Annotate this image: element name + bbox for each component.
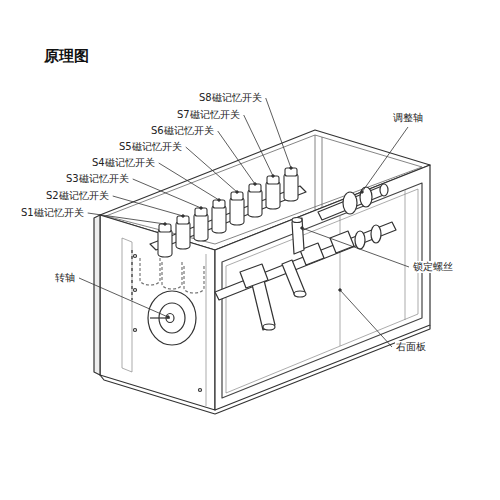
rotating-shaft — [215, 222, 396, 300]
part-label: 转轴 — [54, 272, 76, 284]
switch-body — [212, 205, 226, 233]
leader-line — [362, 127, 408, 192]
switch-body — [194, 213, 208, 241]
right-panel-window — [222, 183, 422, 398]
leader-dot — [272, 175, 275, 178]
switch-body — [266, 181, 280, 209]
leader-line — [266, 98, 291, 168]
leader-lines — [79, 98, 409, 347]
leader-dot — [236, 191, 239, 194]
part-label: S3磁记忆开关 — [65, 173, 130, 185]
leader-dot — [361, 191, 364, 194]
switch-body — [230, 197, 244, 225]
part-label: S2磁记忆开关 — [45, 190, 110, 202]
leader-line — [340, 290, 392, 347]
leader-line — [88, 213, 165, 224]
leader-line — [79, 278, 168, 317]
right-panel — [215, 165, 430, 410]
leader-dot — [218, 199, 221, 202]
part-label: 调整轴 — [392, 112, 424, 124]
part-label: S7磁记忆开关 — [176, 109, 241, 121]
title: 原理图 — [44, 47, 89, 66]
part-label: S4磁记忆开关 — [91, 157, 156, 169]
switch-body — [158, 229, 172, 257]
leader-dot — [254, 183, 257, 186]
leader-line — [186, 147, 237, 192]
part-label: S8磁记忆开关 — [198, 92, 263, 104]
leader-line — [113, 196, 183, 216]
magnetic-switches — [158, 168, 298, 257]
leader-dot — [164, 223, 167, 226]
rotary-knob — [148, 291, 196, 345]
leader-dot — [182, 215, 185, 218]
leader-dot — [301, 227, 304, 230]
leader-line — [159, 163, 219, 200]
part-label: S6磁记忆开关 — [150, 125, 215, 137]
switch-body — [176, 221, 190, 249]
part-label: S1磁记忆开关 — [20, 207, 85, 219]
leader-dot — [200, 207, 203, 210]
leader-line — [218, 131, 255, 184]
adjusting-shaft — [318, 186, 386, 220]
part-label: 右面板 — [395, 341, 427, 353]
part-label: S5磁记忆开关 — [118, 141, 183, 153]
leader-dot — [290, 167, 293, 170]
leader-line — [133, 179, 201, 208]
leader-dot — [167, 316, 170, 319]
switch-body — [248, 189, 262, 217]
leader-dot — [339, 289, 342, 292]
leader-line — [302, 228, 409, 267]
switch-body — [284, 173, 298, 201]
part-label: 锁定螺丝 — [412, 261, 454, 273]
leader-line — [244, 115, 273, 176]
locking-screw — [292, 218, 304, 254]
housing-inner-rim — [106, 135, 422, 244]
